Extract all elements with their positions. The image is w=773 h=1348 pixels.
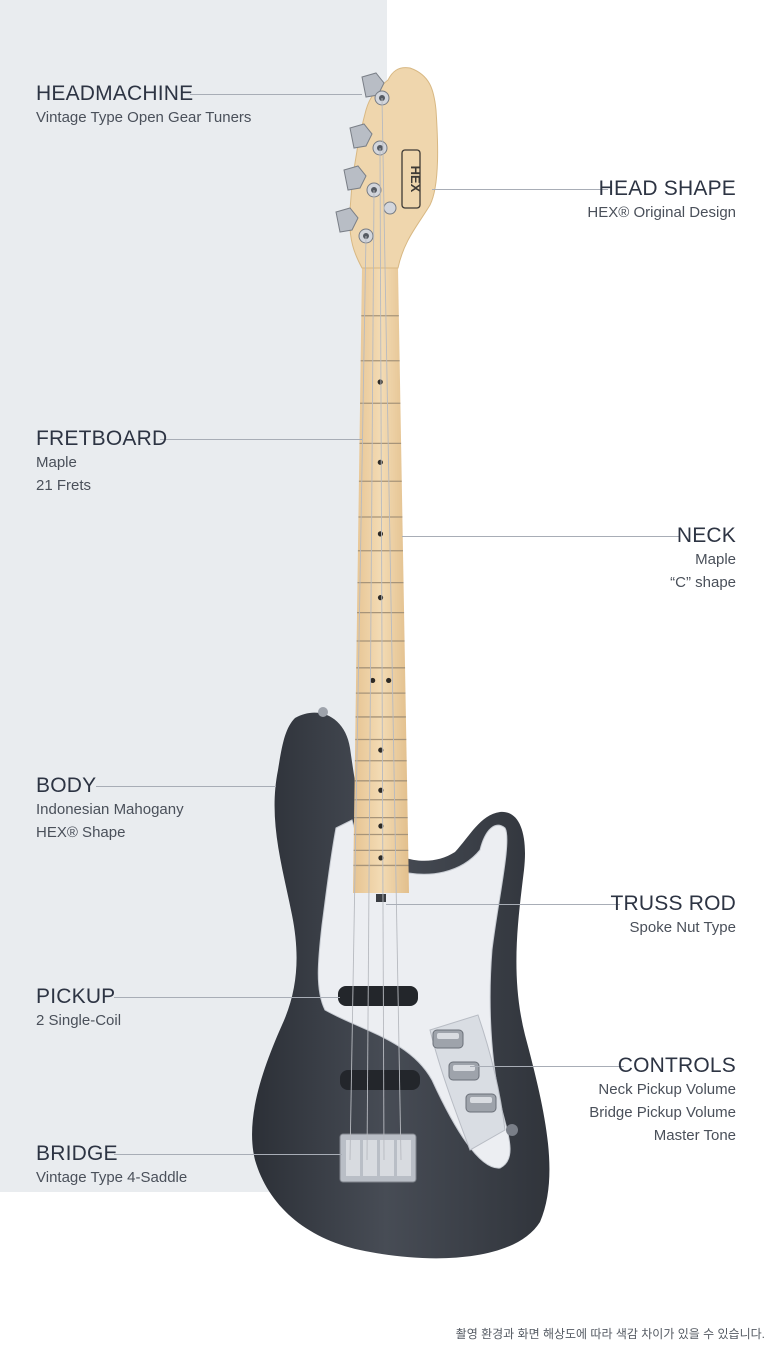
spec-line: Master Tone (653, 1127, 736, 1144)
color-disclaimer: 촬영 환경과 화면 해상도에 따라 색감 차이가 있을 수 있습니다. (455, 1327, 765, 1341)
spec-title: HEADMACHINE (36, 82, 194, 105)
output-jack (506, 1124, 518, 1136)
fret-marker (370, 677, 376, 684)
spec-title: TRUSS ROD (610, 892, 736, 915)
spec-line: Vintage Type Open Gear Tuners (36, 109, 252, 126)
control-plate (429, 1014, 506, 1151)
spec-line: “C” shape (670, 574, 736, 591)
frets (353, 315, 409, 867)
neck-pickup (338, 986, 418, 1006)
control-knob-icon (432, 1029, 464, 1049)
spec-title: BRIDGE (36, 1142, 118, 1165)
tuner-peg-icon (335, 207, 374, 244)
control-knob-icon (465, 1093, 497, 1113)
svg-text:HEX: HEX (408, 166, 423, 193)
spec-truss-rod: TRUSS ROD Spoke Nut Type (611, 892, 736, 939)
spec-line: Spoke Nut Type (629, 919, 736, 936)
spec-line: 21 Frets (36, 477, 92, 494)
spec-line: Vintage Type 4-Saddle (36, 1169, 188, 1186)
fret-marker (386, 677, 392, 684)
spec-line: HEX® Original Design (587, 204, 736, 221)
bridge-pickup (340, 1070, 420, 1090)
leader-line-head-shape (432, 189, 608, 190)
tuner-peg-icon (343, 165, 382, 198)
tuner-peg-icon (361, 72, 390, 106)
fret-marker (377, 595, 384, 601)
spec-line: Indonesian Mahogany (36, 801, 184, 818)
spec-headmachine: HEADMACHINE Vintage Type Open Gear Tuner… (36, 82, 251, 129)
spec-line: HEX® Shape (36, 824, 126, 841)
fret-marker (378, 823, 384, 829)
fret-marker (377, 459, 383, 465)
spec-title: PICKUP (36, 985, 116, 1008)
control-knob-icon (448, 1061, 480, 1081)
strings (349, 97, 402, 1161)
leader-line-pickup (114, 997, 340, 998)
spec-title: BODY (36, 774, 97, 797)
spec-neck: NECK Maple “C” shape (670, 524, 736, 594)
spec-line: 2 Single-Coil (36, 1012, 122, 1029)
spec-pickup: PICKUP 2 Single-Coil (36, 985, 121, 1032)
spec-fretboard: FRETBOARD Maple 21 Frets (36, 427, 167, 497)
spec-line: Maple (695, 551, 736, 568)
fret-marker (378, 855, 384, 861)
spec-bridge: BRIDGE Vintage Type 4-Saddle (36, 1142, 187, 1189)
guitar-neck (353, 268, 409, 893)
strap-button (318, 707, 328, 717)
leader-line-bridge (114, 1154, 342, 1155)
headstock (349, 67, 439, 269)
leader-line-body (96, 786, 276, 787)
spec-line: Neck Pickup Volume (598, 1081, 736, 1098)
leader-line-controls (470, 1066, 624, 1067)
spec-line: Bridge Pickup Volume (589, 1104, 736, 1121)
spec-title: FRETBOARD (36, 427, 168, 450)
fret-marker (377, 379, 383, 385)
leader-line-neck (402, 536, 680, 537)
spec-title: CONTROLS (617, 1054, 736, 1077)
string-post (383, 201, 397, 215)
spec-head-shape: HEAD SHAPE HEX® Original Design (587, 177, 736, 224)
spec-title: HEAD SHAPE (598, 177, 736, 200)
spec-title: NECK (676, 524, 736, 547)
leader-line-truss-rod (386, 904, 620, 905)
spec-controls: CONTROLS Neck Pickup Volume Bridge Picku… (589, 1054, 736, 1147)
hex-logo: HEX (401, 149, 423, 209)
spec-body: BODY Indonesian Mahogany HEX® Shape (36, 774, 184, 844)
fret-marker (377, 531, 384, 537)
leader-line-headmachine (190, 94, 362, 95)
truss-rod-nut (376, 894, 386, 902)
leader-line-fretboard (160, 439, 362, 440)
bridge-assembly (339, 1133, 417, 1183)
spec-line: Maple (36, 454, 77, 471)
